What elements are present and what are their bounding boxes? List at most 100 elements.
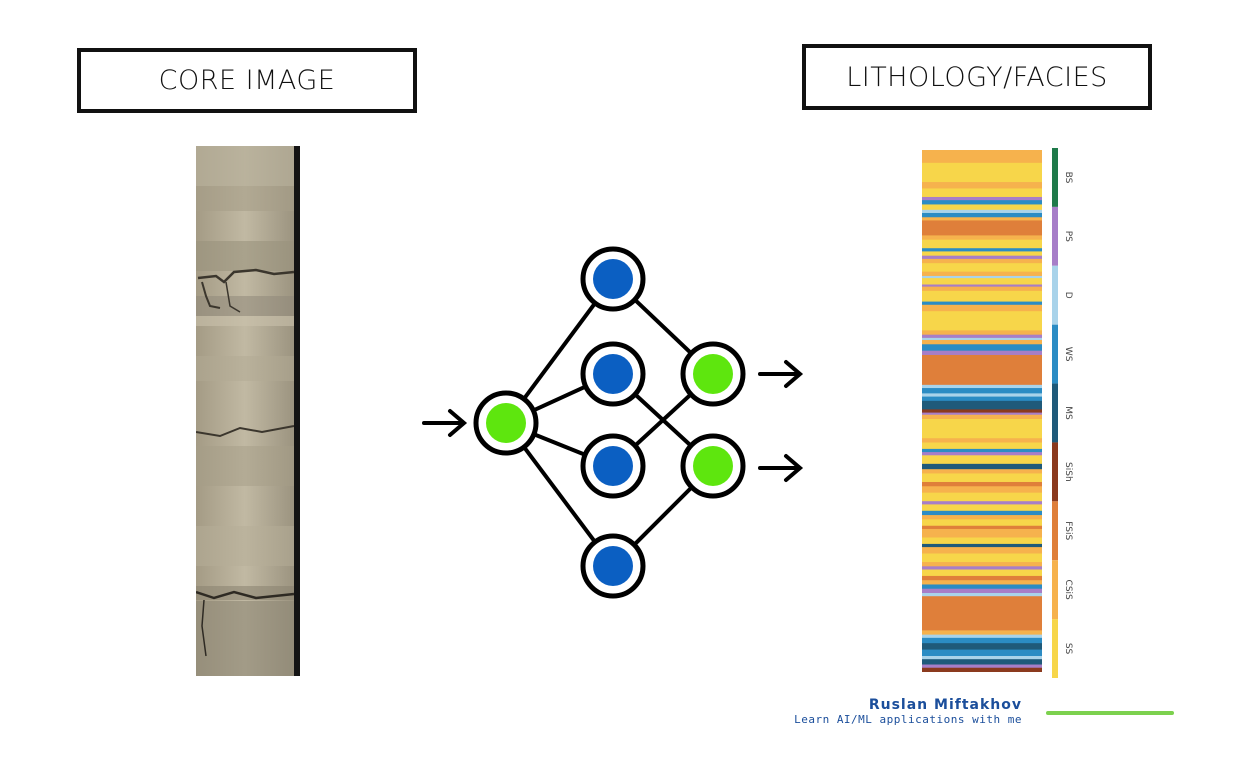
- facies-band: [922, 278, 1042, 285]
- facies-band: [922, 182, 1042, 189]
- facies-band: [922, 492, 1042, 502]
- facies-band: [922, 388, 1042, 394]
- legend-label: PS: [1063, 231, 1073, 242]
- hidden-node: [580, 246, 646, 312]
- facies-band: [922, 204, 1042, 211]
- facies-band: [922, 239, 1042, 249]
- facies-band: [922, 393, 1042, 397]
- legend-swatch: [1052, 442, 1058, 502]
- legend-label: FSiS: [1063, 521, 1073, 540]
- facies-band: [922, 575, 1042, 581]
- facies-band: [922, 150, 1042, 164]
- legend-swatch: [1052, 560, 1058, 620]
- facies-band: [922, 263, 1042, 273]
- facies-band: [922, 452, 1042, 456]
- facies-band: [922, 271, 1042, 277]
- facies-column: [922, 150, 1042, 672]
- facies-band: [922, 584, 1042, 590]
- facies-band: [922, 412, 1042, 416]
- facies-band: [922, 596, 1042, 631]
- facies-band: [922, 275, 1042, 279]
- facies-band: [922, 196, 1042, 201]
- legend-label: CSiS: [1063, 580, 1073, 600]
- facies-band: [922, 217, 1042, 221]
- facies-band: [922, 330, 1042, 336]
- legend-swatch: [1052, 148, 1058, 207]
- facies-band: [922, 409, 1042, 414]
- facies-band: [922, 580, 1042, 585]
- legend-swatch: [1052, 619, 1058, 678]
- facies-band: [922, 284, 1042, 288]
- facies-band: [922, 634, 1042, 639]
- facies-band: [922, 515, 1042, 520]
- facies-band: [922, 463, 1042, 470]
- facies-band: [922, 209, 1042, 214]
- facies-band: [922, 469, 1042, 474]
- core-image-title: CORE IMAGE: [77, 48, 417, 113]
- facies-band: [922, 354, 1042, 386]
- facies-band: [922, 667, 1042, 672]
- lithology-facies-title: LITHOLOGY/FACIES: [802, 44, 1152, 110]
- facies-band: [922, 501, 1042, 505]
- legend-swatch: [1052, 206, 1058, 266]
- facies-band: [922, 200, 1042, 205]
- facies-band: [922, 419, 1042, 439]
- facies-band: [922, 664, 1042, 669]
- facies-band: [922, 481, 1042, 487]
- neural-network-diagram: [422, 246, 804, 599]
- facies-band: [922, 235, 1042, 241]
- facies-band: [922, 547, 1042, 554]
- facies-band: [922, 504, 1042, 512]
- facies-band: [922, 528, 1042, 538]
- right-arrow-icon: [422, 409, 468, 437]
- facies-band: [922, 337, 1042, 341]
- facies-band: [922, 566, 1042, 570]
- right-arrow-icon: [758, 360, 804, 388]
- core-sample-image: [196, 146, 300, 676]
- facies-band: [922, 569, 1042, 577]
- facies-band: [922, 258, 1042, 264]
- facies-band: [922, 396, 1042, 402]
- facies-band: [922, 212, 1042, 218]
- facies-band: [922, 455, 1042, 465]
- input-node: [473, 390, 539, 456]
- facies-band: [922, 384, 1042, 389]
- legend-label: D: [1063, 292, 1073, 299]
- facies-band: [922, 553, 1042, 563]
- facies-band: [922, 350, 1042, 356]
- hidden-node: [580, 341, 646, 407]
- facies-band: [922, 344, 1042, 352]
- output-node: [680, 341, 746, 407]
- facies-band: [922, 525, 1042, 530]
- facies-band: [922, 519, 1042, 527]
- legend-label: BS: [1063, 172, 1073, 184]
- facies-band: [922, 588, 1042, 594]
- facies-band: [922, 251, 1042, 257]
- facies-band: [922, 562, 1042, 567]
- legend-label: MS: [1063, 406, 1073, 420]
- facies-band: [922, 473, 1042, 483]
- facies-band: [922, 414, 1042, 420]
- facies-band: [922, 510, 1042, 516]
- facies-band: [922, 400, 1042, 410]
- facies-band: [922, 543, 1042, 548]
- facies-band: [922, 340, 1042, 345]
- facies-band: [922, 248, 1042, 252]
- legend-swatch: [1052, 265, 1058, 325]
- hidden-node: [580, 533, 646, 599]
- facies-band: [922, 448, 1042, 453]
- legend-label: SS: [1063, 643, 1073, 655]
- facies-band: [922, 311, 1042, 331]
- author-name: Ruslan Miftakhov: [868, 697, 1022, 713]
- legend-swatch: [1052, 324, 1058, 384]
- facies-band: [922, 162, 1042, 183]
- legend-swatch: [1052, 501, 1058, 561]
- facies-band: [922, 286, 1042, 292]
- output-node: [680, 433, 746, 499]
- legend-label: WS: [1063, 347, 1073, 362]
- hidden-node: [580, 433, 646, 499]
- facies-band: [922, 290, 1042, 302]
- facies-band: [922, 220, 1042, 236]
- facies-band: [922, 630, 1042, 636]
